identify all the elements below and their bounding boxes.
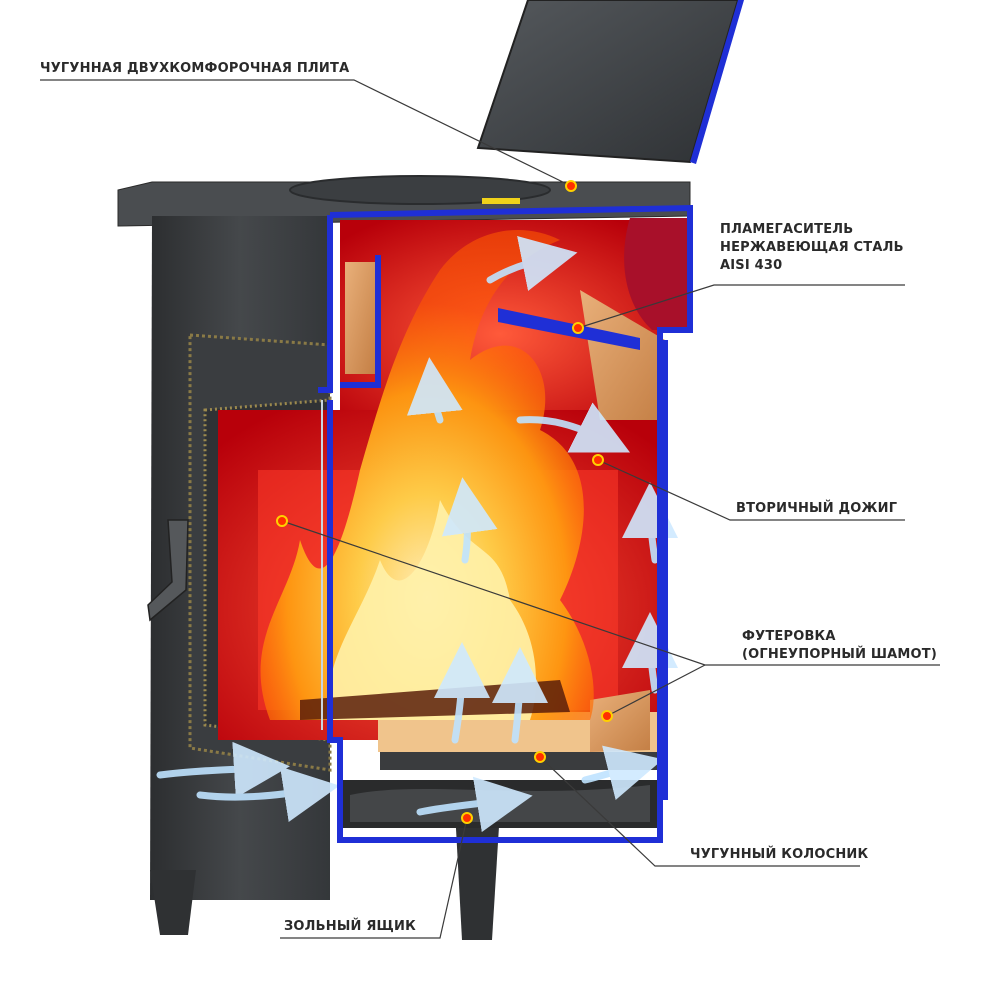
leader-lines xyxy=(40,79,940,939)
label-lining-line-1: ФУТЕРОВКА xyxy=(742,629,836,644)
callout-markers xyxy=(276,180,613,824)
label-flame-arrester-line-2: НЕРЖАВЕЮЩАЯ СТАЛЬ xyxy=(720,240,904,255)
label-flame-arrester: ПЛАМЕГАСИТЕЛЬ НЕРЖАВЕЮЩАЯ СТАЛЬ AISI 430 xyxy=(720,221,904,275)
label-flame-arrester-line-1: ПЛАМЕГАСИТЕЛЬ xyxy=(720,222,854,237)
fireclay-brick-bottom-right xyxy=(590,690,650,752)
flame-arrester-plate xyxy=(498,308,640,350)
cooktop-lid xyxy=(476,0,740,164)
fireclay-brick-top-left xyxy=(345,262,375,374)
cast-iron-grate xyxy=(380,752,660,770)
marker-ash-box xyxy=(461,812,473,824)
marker-lining-bottom xyxy=(601,710,613,722)
label-flame-arrester-line-3: AISI 430 xyxy=(720,258,783,273)
door-handle xyxy=(147,519,189,622)
fireclay-brick-right xyxy=(580,290,665,420)
label-ash-box: ЗОЛЬНЫЙ ЯЩИК xyxy=(284,919,416,934)
cutaway-section-edge xyxy=(318,204,693,843)
marker-cooktop xyxy=(565,180,577,192)
label-cooktop: ЧУГУННАЯ ДВУХКОМФОРОЧНАЯ ПЛИТА xyxy=(40,61,350,76)
label-secondary-burn: ВТОРИЧНЫЙ ДОЖИГ xyxy=(736,501,898,516)
label-grate: ЧУГУННЫЙ КОЛОСНИК xyxy=(690,847,869,862)
label-lining-line-2: (ОГНЕУПОРНЫЙ ШАМОТ) xyxy=(742,647,937,662)
flue-outlet xyxy=(624,218,690,330)
label-lining: ФУТЕРОВКА (ОГНЕУПОРНЫЙ ШАМОТ) xyxy=(742,628,937,664)
stove-leg-left xyxy=(150,870,196,935)
stove-leg-center xyxy=(455,810,500,940)
marker-flame-arrester xyxy=(572,322,584,334)
marker-secondary-burn xyxy=(592,454,604,466)
burner-ring xyxy=(289,175,551,205)
flame-main xyxy=(260,230,594,720)
marker-lining-back xyxy=(276,515,288,527)
air-flow-arrows xyxy=(156,236,679,833)
marker-grate xyxy=(534,751,546,763)
